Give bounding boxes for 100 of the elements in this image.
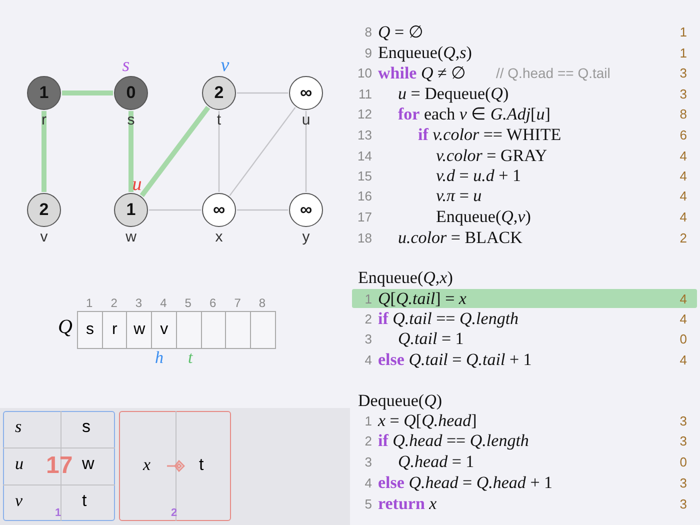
line-number: 3	[364, 332, 372, 346]
tail-marker: t	[188, 348, 193, 368]
line-number: 17	[358, 210, 372, 224]
graph-edge	[62, 90, 113, 96]
vertex-name: v	[40, 228, 48, 246]
queue-cell: w	[126, 311, 152, 349]
vertex-name: w	[126, 228, 136, 246]
vertex-circle: ∞	[289, 193, 323, 227]
code-line: v.color = GRAY	[436, 146, 548, 166]
graph-edge	[237, 92, 288, 94]
variable-panel	[119, 411, 231, 521]
vertex-circle: 1	[27, 76, 61, 110]
graph-edge	[42, 111, 46, 192]
line-number: 4	[364, 352, 372, 368]
vertex-circle: 1	[114, 193, 148, 227]
code-line: for each v ∈ G.Adj[u]	[398, 104, 550, 124]
variable-value: s	[82, 417, 90, 437]
line-number: 1	[364, 292, 372, 306]
line-number: 1	[364, 414, 372, 428]
line-number: 2	[364, 312, 372, 326]
execution-count: 3	[680, 476, 687, 490]
counter-number: 17	[46, 452, 73, 480]
queue-cell: s	[77, 311, 103, 349]
vertex-name: r	[42, 112, 46, 128]
code-line: else Q.tail = Q.tail + 1	[378, 350, 532, 370]
code-line: return x	[378, 494, 437, 514]
vertex-circle: 2	[202, 76, 236, 110]
line-number: 11	[358, 86, 372, 102]
execution-count: 4	[680, 188, 687, 204]
index-number: 6	[210, 296, 216, 310]
execution-count: 3	[680, 434, 687, 448]
code-line: Q.tail = 1	[398, 329, 464, 349]
execution-count: 8	[680, 106, 687, 122]
code-comment: // Q.head == Q.tail	[496, 65, 610, 81]
graph-edge	[218, 111, 220, 192]
vertex-circle: ∞	[289, 76, 323, 110]
index-number: 7	[234, 296, 241, 310]
execution-count: 1	[680, 24, 687, 40]
code-line: if v.color == WHITE	[418, 125, 562, 145]
line-number: 16	[358, 188, 372, 204]
code-line: else Q.head = Q.head + 1	[378, 473, 553, 493]
vertex-annotation: u	[132, 174, 142, 196]
execution-count: 2	[680, 230, 687, 246]
graph-edge	[128, 111, 134, 192]
variable-name: v	[15, 491, 23, 511]
vertex-circle: 0	[114, 76, 148, 110]
queue-cell: r	[102, 311, 128, 349]
vertex-name: x	[215, 228, 223, 246]
code-line: Q.head = 1	[398, 452, 474, 472]
line-number: 15	[358, 168, 372, 184]
execution-count: 3	[680, 496, 687, 512]
procedure-heading: Enqueue(Q,x)	[358, 268, 453, 288]
variable-panel	[3, 411, 115, 521]
execution-count: 0	[680, 454, 687, 470]
line-number: 4	[364, 476, 372, 490]
code-line: v.d = u.d + 1	[436, 166, 521, 186]
graph-edge	[149, 209, 201, 211]
index-number: 4	[160, 296, 167, 310]
variable-name: s	[15, 417, 22, 437]
index-number: 2	[110, 296, 118, 310]
code-line: v.π = u	[436, 186, 482, 206]
variable-name: u	[15, 454, 24, 474]
execution-count: 4	[680, 168, 687, 184]
vertex-name: s	[127, 112, 135, 128]
code-line: Q[Q.tail] = x	[378, 289, 466, 309]
execution-count: 6	[680, 128, 687, 142]
line-number: 8	[364, 24, 372, 40]
vertex-circle: 2	[27, 193, 61, 227]
line-number: 14	[358, 148, 372, 164]
code-line: u.color = BLACK	[398, 228, 522, 248]
vertex-circle: ∞	[202, 193, 236, 227]
queue-cell: v	[151, 311, 178, 349]
code-line: Enqueue(Q,s)	[378, 43, 472, 63]
code-line: while Q ≠ ∅	[378, 62, 466, 84]
index-number: 3	[135, 296, 142, 310]
index-number: 5	[184, 296, 192, 310]
code-line: if Q.tail == Q.length	[378, 309, 519, 329]
code-line: u = Dequeue(Q)	[398, 84, 509, 104]
line-number: 13	[358, 128, 372, 142]
execution-count: 3	[680, 66, 687, 80]
panel-number: 1	[55, 507, 62, 519]
variable-name: x	[143, 455, 151, 475]
execution-count: 4	[680, 352, 687, 368]
line-number: 18	[358, 230, 372, 246]
graph-edge	[140, 106, 210, 198]
line-number: 5	[364, 496, 372, 512]
line-number: 2	[364, 434, 372, 448]
execution-count: 4	[680, 292, 687, 306]
code-line: Q = ∅	[378, 22, 424, 42]
vertex-name: y	[302, 228, 310, 246]
execution-count: 1	[680, 46, 687, 60]
line-number: 10	[358, 66, 372, 80]
variable-value: t	[199, 455, 204, 475]
execution-count: 3	[680, 414, 687, 428]
execution-count: 4	[680, 210, 687, 224]
variable-value: w	[82, 454, 94, 474]
line-number: 9	[364, 46, 372, 60]
execution-count: 0	[680, 332, 687, 346]
vertex-annotation: s	[122, 55, 130, 77]
vertex-annotation: v	[220, 55, 230, 77]
